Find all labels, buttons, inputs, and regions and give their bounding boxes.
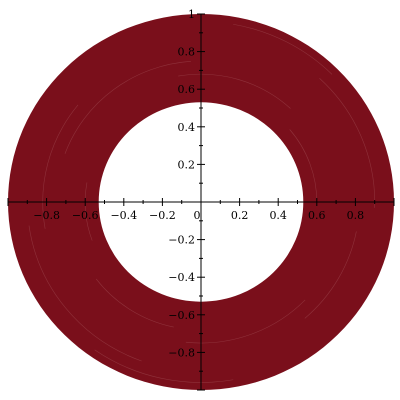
x-tick-label: −0.8 [33,209,60,222]
annulus-region-0 [8,14,394,390]
axes-layer [8,14,394,390]
annulus-streaks-0 [28,23,375,383]
series-layer [8,14,394,390]
origin-label: 0 [194,209,201,222]
streak-0-0-0 [289,129,318,203]
streak-0-5-0 [94,349,234,383]
y-tick-label: −0.4 [168,271,195,284]
x-tick-label: −0.6 [72,209,99,222]
streak-0-0-1 [84,182,93,241]
x-tick-label: 0.8 [347,209,365,222]
y-tick-label: 0.2 [178,158,196,171]
streak-0-2-0 [64,61,191,154]
y-tick-label: 0.4 [178,121,196,134]
streak-0-1-0 [178,73,291,109]
y-tick-label: −0.2 [168,234,195,247]
labels-layer: −0.8 −0.6 −0.4 −0.2 0.2 0.4 0.6 0.8 1 0.8 0.6 0.4 0.… [33,8,364,359]
ticks-layer [7,13,395,391]
streak-0-4-0 [28,225,142,362]
x-tick-label: 0.4 [269,209,287,222]
y-tick-label: −0.6 [168,309,195,322]
y-tick-label: 0.8 [178,46,196,59]
streak-0-1-1 [95,278,174,328]
x-tick-label: −0.4 [110,209,137,222]
y-tick-label: 1 [188,8,195,21]
streak-0-5-1 [233,23,333,75]
x-tick-label: −0.2 [149,209,176,222]
x-tick-label: 0.2 [231,209,249,222]
y-tick-label: 0.6 [178,83,196,96]
streak-0-4-1 [319,78,375,208]
y-tick-label: −0.8 [168,346,195,359]
x-tick-label: 0.6 [308,209,326,222]
streak-0-3-0 [42,104,79,229]
